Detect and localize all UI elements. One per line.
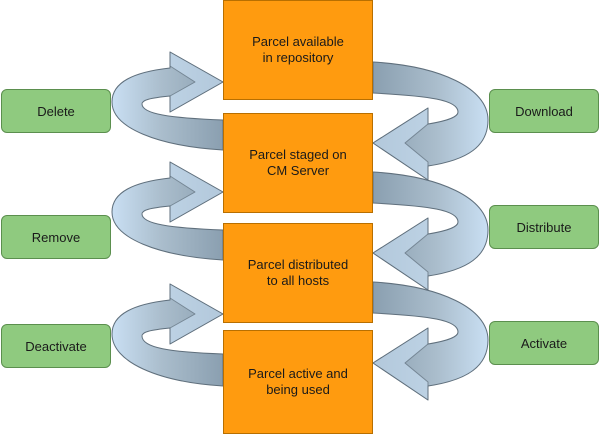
deactivate-action[interactable]: Deactivate — [1, 324, 111, 368]
action-label: Activate — [520, 335, 568, 351]
arrow-delete — [111, 51, 224, 151]
arrow-deactivate — [111, 283, 224, 387]
arrow-activate — [372, 281, 489, 401]
state-label: Parcel staged on CM Server — [249, 147, 347, 178]
action-label: Deactivate — [25, 338, 87, 354]
action-label: Distribute — [516, 219, 572, 235]
state-staged-on-cm-server: Parcel staged on CM Server — [223, 113, 373, 213]
state-available-in-repository: Parcel available in repository — [223, 0, 373, 100]
arrow-distribute — [372, 171, 489, 291]
action-label: Delete — [37, 103, 75, 119]
remove-action[interactable]: Remove — [1, 215, 111, 259]
action-label: Download — [515, 103, 573, 119]
state-label: Parcel available in repository — [252, 34, 344, 65]
activate-action[interactable]: Activate — [489, 321, 599, 365]
state-distributed-to-all-hosts: Parcel distributed to all hosts — [223, 223, 373, 323]
state-active-and-being-used: Parcel active and being used — [223, 330, 373, 434]
state-label: Parcel distributed to all hosts — [247, 257, 349, 288]
arrow-remove — [111, 161, 224, 261]
distribute-action[interactable]: Distribute — [489, 205, 599, 249]
state-label: Parcel active and being used — [248, 366, 348, 397]
arrow-download — [372, 61, 489, 181]
action-label: Remove — [31, 229, 81, 245]
download-action[interactable]: Download — [489, 89, 599, 133]
delete-action[interactable]: Delete — [1, 89, 111, 133]
